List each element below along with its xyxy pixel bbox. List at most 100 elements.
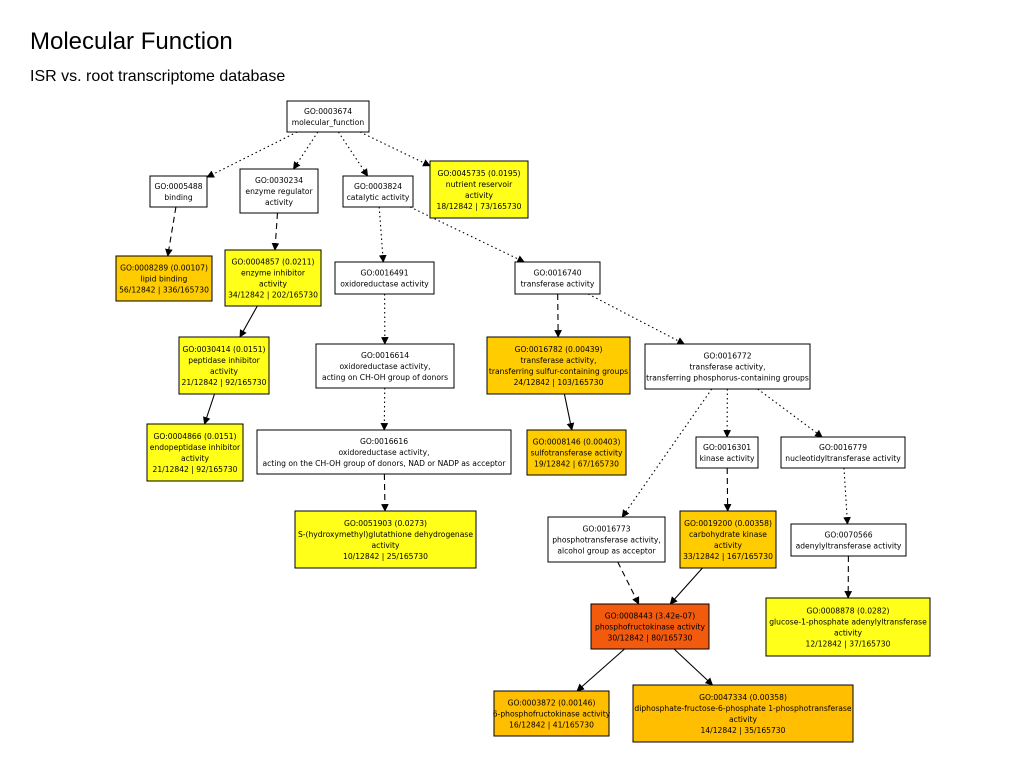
edge-n16779-n70566	[843, 467, 851, 525]
edge-n4857-n30414	[239, 305, 258, 338]
go-node-16616: GO:0016616 oxidoreductase activity, acting…	[256, 429, 512, 475]
node-label-line: transferase activity	[521, 280, 595, 289]
edge-n16616-n51903	[381, 473, 389, 512]
node-label-line: acting on the CH-OH group of donors, NAD…	[262, 459, 506, 468]
go-node-51903: GO:0051903 (0.0273) S-(hydroxymethyl)glut…	[294, 510, 477, 569]
node-label-line: catalytic activity	[347, 193, 410, 202]
node-go-id: GO:0019200 (0.00358)	[684, 519, 772, 528]
node-label-line: 18/12842 | 73/165730	[437, 202, 522, 211]
node-go-id: GO:0016772	[703, 352, 751, 361]
edge-n3824-n16740	[409, 206, 525, 263]
node-box	[493, 690, 610, 737]
node-label-line: 24/12842 | 103/165730	[514, 378, 604, 387]
node-label-line: enzyme inhibitor	[241, 269, 306, 278]
node-label-line: 30/12842 | 80/165730	[608, 634, 693, 643]
node-box	[334, 261, 435, 295]
node-label-line: 19/12842 | 67/165730	[534, 460, 619, 469]
node-label-line: diphosphate-fructose-6-phosphate 1-phosp…	[634, 704, 851, 713]
node-label-line: S-(hydroxymethyl)glutathione dehydrogena…	[298, 530, 473, 539]
node-box	[146, 423, 244, 482]
go-node-30414: GO:0030414 (0.0151)peptidase inhibitorac…	[178, 336, 270, 395]
edge-n5488-n8289	[165, 206, 177, 257]
node-go-id: GO:0008146 (0.00403)	[533, 438, 621, 447]
node-label-line: transferring sulfur-containing groups	[489, 367, 628, 376]
node-go-id: GO:0016779	[819, 443, 867, 452]
node-box	[224, 249, 322, 307]
node-label-line: oxidoreductase activity	[340, 280, 429, 289]
node-go-id: GO:0005488	[154, 182, 202, 191]
node-go-id: GO:0003872 (0.00146)	[508, 699, 596, 708]
node-box	[178, 336, 270, 395]
go-node-47334: GO:0047334 (0.00358)diphosphate-fructose…	[632, 684, 854, 743]
go-node-3824: GO:0003824 catalytic activity	[342, 175, 414, 208]
node-label-line: activity	[181, 454, 209, 463]
go-node-8146: GO:0008146 (0.00403)sulfotransferase act…	[526, 429, 627, 476]
edge-n19200-n8443	[669, 567, 703, 605]
node-go-id: GO:0030414 (0.0151)	[182, 345, 265, 354]
go-node-16782: GO:0016782 (0.00439)transferase activity…	[486, 336, 631, 395]
page-subtitle: ISR vs. root transcriptome database	[30, 68, 286, 85]
node-go-id: GO:0008878 (0.0282)	[806, 607, 889, 616]
node-label-line: 10/12842 | 25/165730	[343, 552, 428, 561]
node-label-line: peptidase inhibitor	[188, 356, 260, 365]
node-box	[790, 523, 907, 557]
node-label-line: alcohol group as acceptor	[557, 547, 656, 556]
node-label-line: activity	[729, 715, 757, 724]
node-go-id: GO:0016740	[533, 269, 581, 278]
node-label-line: nucleotidyltransferase activity	[785, 454, 901, 463]
edge-layer	[165, 131, 853, 692]
edge-n8443-n47334	[673, 648, 714, 686]
node-label-line: 34/12842 | 202/165730	[228, 291, 318, 300]
node-label-line: 6-phosphofructokinase activity	[493, 710, 611, 719]
node-label-line: phosphotransferase activity,	[552, 536, 661, 545]
node-box	[526, 429, 627, 476]
node-box	[780, 436, 906, 469]
node-label-line: oxidoreductase activity,	[339, 448, 430, 457]
node-go-id: GO:0051903 (0.0273)	[344, 519, 427, 528]
edge-n3674-n3824	[337, 131, 369, 177]
node-box	[590, 603, 710, 650]
node-go-id: GO:0004866 (0.0151)	[153, 432, 236, 441]
node-box	[765, 597, 931, 657]
node-box	[486, 336, 631, 395]
node-box	[547, 516, 666, 563]
node-go-id: GO:0016614	[361, 351, 409, 360]
node-label-line: activity	[265, 198, 293, 207]
go-node-3872: GO:0003872 (0.00146) 6-phosphofructokinas…	[493, 690, 611, 737]
go-node-45735: GO:0045735 (0.0195)nutrient reservoiract…	[429, 160, 529, 219]
node-box	[695, 436, 759, 469]
node-go-id: GO:0070566	[824, 531, 872, 540]
go-node-8443: GO:0008443 (3.42e-07)phosphofructokinase…	[590, 603, 710, 650]
node-box	[679, 510, 777, 569]
node-go-id: GO:0004857 (0.0211)	[231, 258, 314, 267]
node-label-line: activity	[372, 541, 400, 550]
node-label-line: binding	[164, 193, 192, 202]
node-go-id: GO:0003824	[354, 182, 402, 191]
edge-n30414-n4866	[203, 393, 216, 425]
edge-n16772-n16779	[757, 388, 823, 438]
node-box	[149, 175, 208, 208]
node-box	[286, 100, 370, 133]
edge-n3674-n45735	[359, 131, 431, 167]
go-node-4866: GO:0004866 (0.0151)endopeptidase inhibit…	[146, 423, 244, 482]
go-node-16740: GO:0016740 transferase activity	[514, 261, 601, 295]
node-box	[342, 175, 414, 208]
node-go-id: GO:0016782 (0.00439)	[515, 345, 603, 354]
node-go-id: GO:0016616	[360, 437, 408, 446]
node-box	[315, 343, 455, 389]
node-box	[632, 684, 854, 743]
node-label-line: phosphofructokinase activity	[595, 623, 705, 632]
node-label-line: oxidoreductase activity,	[340, 362, 431, 371]
go-node-8289: GO:0008289 (0.00107)lipid binding56/1284…	[115, 255, 213, 302]
node-label-line: lipid binding	[141, 275, 188, 284]
edge-n30234-n4857	[271, 212, 280, 251]
edge-n16773-n8443	[617, 561, 640, 605]
node-label-line: nutrient reservoir	[446, 180, 513, 189]
go-node-5488: GO:0005488 binding	[149, 175, 208, 208]
